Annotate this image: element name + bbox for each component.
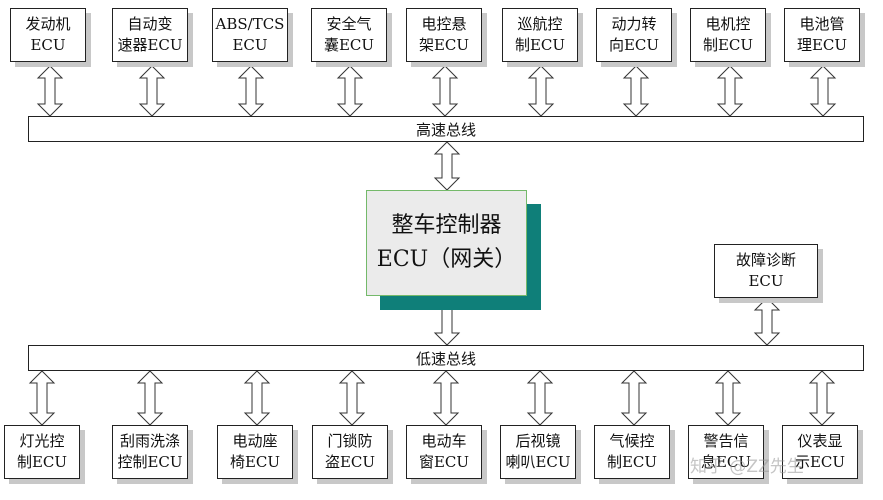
ecu-warning-info: 警告信息ECU xyxy=(688,425,764,479)
high-speed-bus: 高速总线 xyxy=(28,116,864,142)
ecu-transmission: 自动变速器ECU xyxy=(112,8,188,62)
top-connector-arrow-0 xyxy=(36,65,64,117)
gateway-high-bus-arrow xyxy=(433,141,461,191)
low-speed-bus-label: 低速总线 xyxy=(415,349,476,368)
ecu-mirror-horn: 后视镜喇叭ECU xyxy=(500,425,576,479)
ecu-suspension: 电控悬架ECU xyxy=(406,8,482,62)
low-speed-bus: 低速总线 xyxy=(28,345,864,371)
diagnostic-low-bus-arrow xyxy=(753,297,781,346)
ecu-power-steering: 动力转向ECU xyxy=(596,8,672,62)
ecu-cruise-control: 巡航控制ECU xyxy=(502,8,578,62)
ecu-battery-management: 电池管理ECU xyxy=(784,8,860,62)
ecu-climate-control: 气候控制ECU xyxy=(594,425,670,479)
ecu-door-lock: 门锁防盗ECU xyxy=(312,425,388,479)
top-connector-arrow-4 xyxy=(431,65,459,117)
top-connector-arrow-1 xyxy=(138,65,166,117)
bottom-connector-arrow-7 xyxy=(714,370,742,426)
bottom-connector-arrow-5 xyxy=(526,370,554,426)
top-connector-arrow-5 xyxy=(527,65,555,117)
bottom-connector-arrow-1 xyxy=(136,370,164,426)
watermark: 知乎 @ZZ先生 xyxy=(690,457,804,477)
ecu-power-seat: 电动座椅ECU xyxy=(217,425,293,479)
ecu-lighting: 灯光控制ECU xyxy=(4,425,80,479)
gateway-ecu: 整车控制器 ECU（网关） xyxy=(366,190,527,296)
bottom-connector-arrow-8 xyxy=(808,370,836,426)
ecu-motor-control: 电机控制ECU xyxy=(690,8,766,62)
gateway-title: 整车控制器 xyxy=(391,213,502,238)
top-connector-arrow-2 xyxy=(237,65,265,117)
top-connector-arrow-8 xyxy=(809,65,837,117)
gateway-subtitle: ECU（网关） xyxy=(376,247,517,272)
top-connector-arrow-6 xyxy=(622,65,650,117)
ecu-instrument-display: 仪表显示ECU xyxy=(782,425,858,479)
ecu-airbag: 安全气囊ECU xyxy=(311,8,387,62)
bottom-connector-arrow-4 xyxy=(432,370,460,426)
ecu-power-window: 电动车窗ECU xyxy=(406,425,482,479)
high-speed-bus-label: 高速总线 xyxy=(415,120,476,139)
bottom-connector-arrow-2 xyxy=(243,370,271,426)
bottom-connector-arrow-0 xyxy=(28,370,56,426)
bottom-connector-arrow-3 xyxy=(338,370,366,426)
top-connector-arrow-7 xyxy=(716,65,744,117)
ecu-wiper-washer: 刮雨洗涤控制ECU xyxy=(112,425,188,479)
bottom-connector-arrow-6 xyxy=(620,370,648,426)
top-connector-arrow-3 xyxy=(336,65,364,117)
